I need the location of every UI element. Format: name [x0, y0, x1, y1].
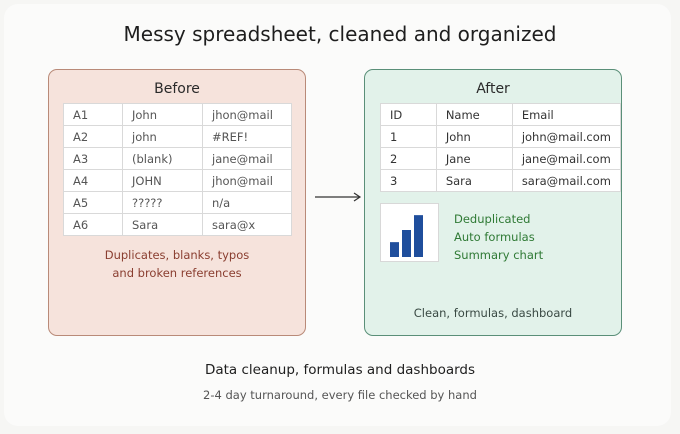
table-cell: John	[435, 125, 513, 148]
feature-item: Summary chart	[454, 248, 544, 262]
table-cell: A3	[63, 147, 123, 170]
table-row: 3 Sara sara@mail.com	[380, 169, 622, 192]
table-row: A4 JOHN jhon@mail	[63, 169, 292, 192]
table-row: A5 ????? n/a	[63, 191, 292, 214]
table-cell: A5	[63, 191, 123, 214]
table-cell: Sara	[435, 169, 513, 192]
table-cell: jhon@mail	[202, 169, 292, 192]
table-cell: A1	[63, 103, 123, 126]
feature-list: Deduplicated Auto formulas Summary chart	[454, 210, 543, 264]
before-caption-line: and broken references	[112, 266, 242, 280]
before-caption: Duplicates, blanks, typos and broken ref…	[49, 246, 305, 282]
table-row: A1 John jhon@mail	[63, 103, 292, 126]
table-cell: John	[122, 103, 203, 126]
table-row: A3 (blank) jane@mail	[63, 147, 292, 170]
table-cell: Sara	[122, 213, 203, 236]
after-panel: After ID Name Email 1 John john@mail.com…	[364, 69, 622, 336]
table-cell: jhon@mail	[202, 103, 292, 126]
table-row: A2 john #REF!	[63, 125, 292, 148]
table-cell: ?????	[122, 191, 203, 214]
table-row: 1 John john@mail.com	[380, 125, 622, 148]
chart-bar	[390, 242, 399, 257]
before-panel-title: Before	[154, 81, 200, 97]
table-cell: 2	[380, 147, 437, 170]
table-cell: john	[122, 125, 203, 148]
footer-subline: 2-4 day turnaround, every file checked b…	[203, 388, 477, 402]
table-cell: john@mail.com	[511, 125, 622, 148]
chart-bar	[402, 230, 411, 257]
chart-bar	[414, 215, 423, 257]
bar-chart-svg	[390, 215, 423, 257]
table-cell: A6	[63, 213, 123, 236]
before-panel: Before A1 John jhon@mail A2 john #REF! A…	[48, 69, 306, 336]
column-header: Email	[511, 103, 622, 126]
before-caption-line: Duplicates, blanks, typos	[104, 248, 250, 262]
feature-item: Deduplicated	[454, 212, 531, 226]
table-cell: JOHN	[122, 169, 203, 192]
after-caption: Clean, formulas, dashboard	[413, 306, 573, 320]
table-cell: #REF!	[202, 125, 292, 148]
bar-chart-icon	[380, 203, 439, 262]
table-cell: 3	[380, 169, 437, 192]
table-cell: n/a	[202, 191, 292, 214]
column-header: Name	[435, 103, 513, 126]
after-panel-title: After	[476, 81, 510, 97]
table-cell: A4	[63, 169, 123, 192]
table-cell: jane@mail	[202, 147, 292, 170]
table-cell: (blank)	[122, 147, 203, 170]
table-cell: Jane	[435, 147, 513, 170]
page-title: Messy spreadsheet, cleaned and organized	[123, 22, 557, 46]
feature-item: Auto formulas	[454, 230, 535, 244]
table-cell: A2	[63, 125, 123, 148]
right-arrow-icon	[315, 192, 362, 202]
table-row: A6 Sara sara@x	[63, 213, 292, 236]
table-cell: sara@mail.com	[511, 169, 622, 192]
table-row: 2 Jane jane@mail.com	[380, 147, 622, 170]
column-header: ID	[380, 103, 437, 126]
table-cell: 1	[380, 125, 437, 148]
table-header-row: ID Name Email	[380, 103, 622, 126]
before-table: A1 John jhon@mail A2 john #REF! A3 (blan…	[63, 103, 292, 236]
after-table: ID Name Email 1 John john@mail.com 2 Jan…	[380, 103, 622, 192]
table-cell: jane@mail.com	[511, 147, 622, 170]
footer-headline: Data cleanup, formulas and dashboards	[204, 362, 476, 378]
table-cell: sara@x	[202, 213, 292, 236]
